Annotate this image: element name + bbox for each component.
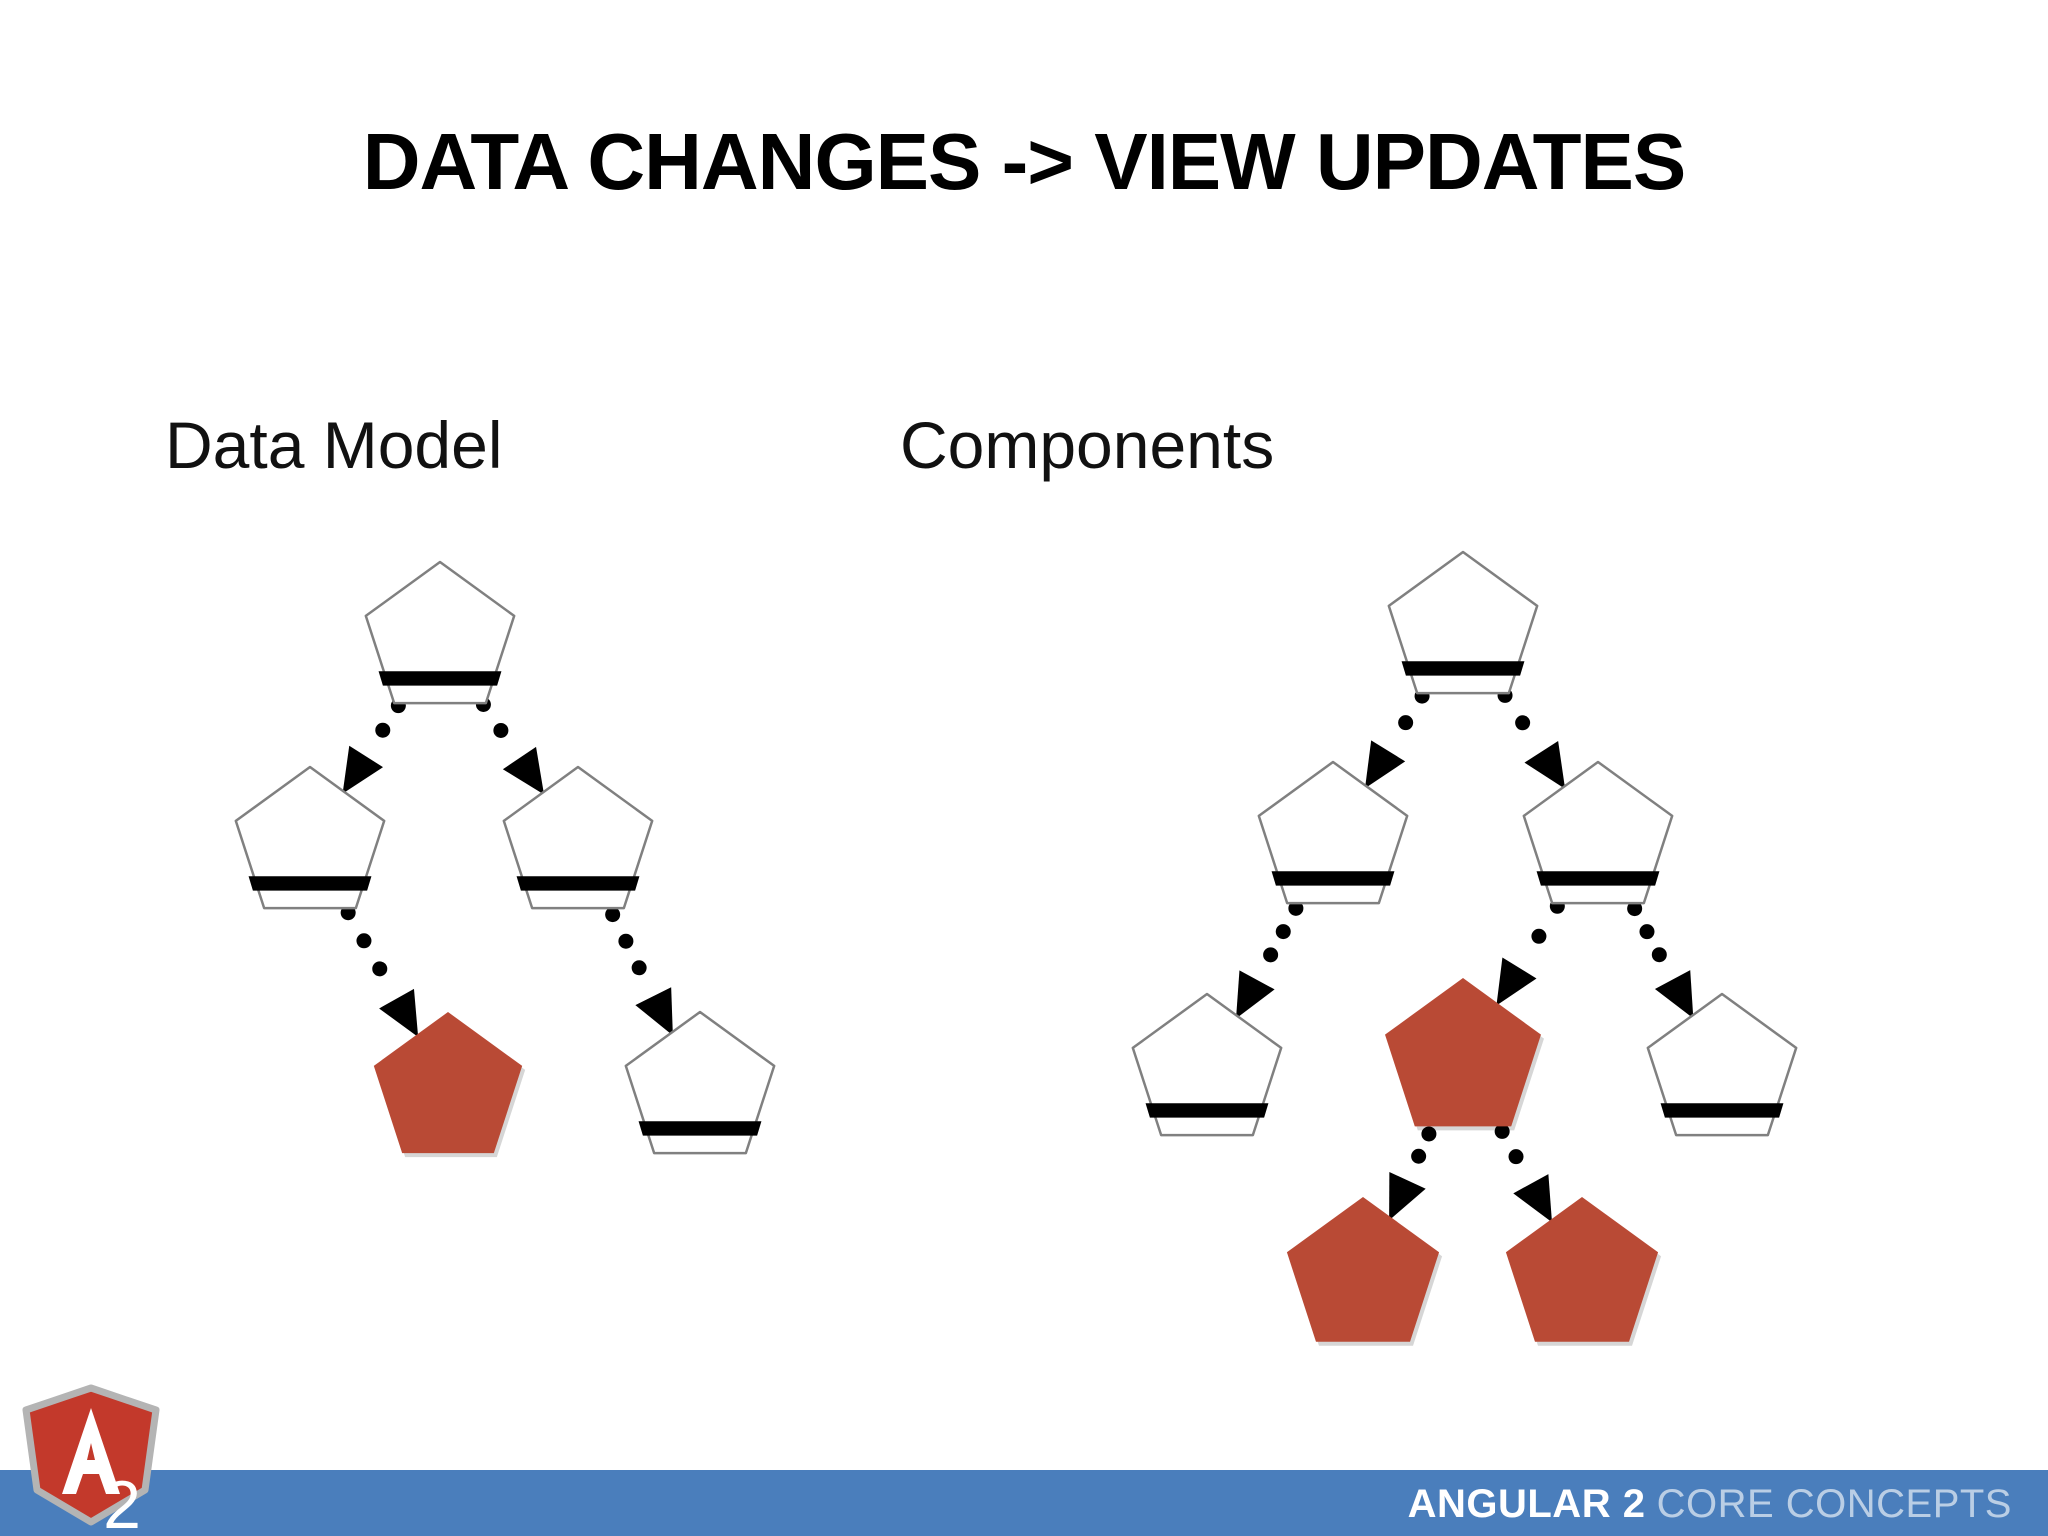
tree-node[interactable] — [1646, 992, 1798, 1137]
connector-arrowhead — [502, 746, 545, 795]
tree-node[interactable] — [1385, 978, 1544, 1131]
pentagon-node-highlighted[interactable] — [373, 1012, 523, 1154]
connector-dot — [631, 960, 647, 976]
node-content-bar — [1401, 661, 1525, 676]
pentagon-node[interactable] — [1646, 992, 1798, 1137]
angular-logo-icon: 2 — [22, 1384, 160, 1530]
pentagon-node[interactable] — [364, 560, 516, 705]
footer-brand: ANGULAR 2 CORE CONCEPTS — [1408, 1483, 2012, 1525]
connector-arrowhead — [1496, 957, 1537, 1006]
connector-dot — [1263, 947, 1279, 963]
footer-bar: ANGULAR 2 CORE CONCEPTS — [0, 1470, 2048, 1536]
tree-data-model-tree — [234, 560, 776, 1158]
connector-dot — [372, 961, 388, 977]
angular-shield-icon — [22, 1384, 160, 1526]
pentagon-node[interactable] — [1257, 760, 1409, 905]
connector-dot — [618, 933, 634, 949]
tree-node[interactable] — [1387, 550, 1539, 695]
pentagon-node[interactable] — [1387, 550, 1539, 695]
tree-node[interactable] — [502, 765, 654, 910]
connector-dot — [1421, 1126, 1437, 1142]
node-content-bar — [1271, 871, 1395, 886]
pentagon-node-highlighted[interactable] — [1385, 978, 1541, 1127]
angular-letter-a-icon — [62, 1408, 120, 1494]
pentagon-node-highlighted[interactable] — [1505, 1197, 1659, 1342]
connector-dot — [375, 722, 391, 738]
connector-dot — [1411, 1148, 1427, 1164]
connector-arrowhead — [1236, 970, 1275, 1019]
pentagon-node-highlighted[interactable] — [1286, 1197, 1440, 1342]
node-content-bar — [638, 1121, 762, 1136]
angular-version-number: 2 — [103, 1467, 141, 1530]
connector-arrowhead — [1654, 970, 1694, 1019]
connector-arrowhead — [379, 988, 419, 1037]
tree-diagram — [234, 550, 1798, 1346]
pentagon-node[interactable] — [1131, 992, 1283, 1137]
connector-dot — [356, 933, 372, 949]
connector-dot — [1515, 715, 1531, 731]
node-content-bar — [378, 671, 502, 686]
tree-node[interactable] — [373, 1012, 526, 1158]
tree-node[interactable] — [1522, 760, 1674, 905]
connector-arrowhead — [342, 745, 384, 794]
tree-node[interactable] — [364, 560, 516, 705]
connector-arrowhead — [1389, 1171, 1426, 1221]
footer-brand-strong: ANGULAR 2 — [1407, 1482, 1646, 1526]
node-content-bar — [1660, 1103, 1784, 1118]
pentagon-node[interactable] — [624, 1010, 776, 1155]
tree-components-tree — [1131, 550, 1798, 1346]
connector-dot — [605, 907, 621, 923]
connector-dot — [1275, 924, 1291, 940]
pentagon-node[interactable] — [502, 765, 654, 910]
connector-dot — [1494, 1123, 1510, 1139]
tree-node[interactable] — [624, 1010, 776, 1155]
column-caption-data-model: Data Model — [165, 408, 503, 482]
connector-arrowhead — [1513, 1174, 1552, 1223]
connector-dot — [1627, 901, 1643, 917]
connector-arrowhead — [1524, 740, 1566, 789]
page-title: DATA CHANGES -> VIEW UPDATES — [362, 117, 1686, 206]
tree-node[interactable] — [1257, 760, 1409, 905]
tree-node[interactable] — [234, 765, 386, 910]
tree-node[interactable] — [1505, 1197, 1662, 1346]
node-content-bar — [1145, 1103, 1269, 1118]
connector-dot — [1531, 928, 1547, 944]
connector-dot — [493, 722, 509, 738]
connector-arrowhead — [635, 987, 673, 1036]
node-content-bar — [1536, 871, 1660, 886]
node-content-bar — [516, 876, 640, 891]
connector-dot — [1651, 947, 1667, 963]
node-content-bar — [248, 876, 372, 891]
pentagon-node[interactable] — [1522, 760, 1674, 905]
tree-node[interactable] — [1286, 1197, 1443, 1346]
connector-dot — [1639, 924, 1655, 940]
tree-edges — [1236, 687, 1694, 1223]
column-caption-components: Components — [900, 408, 1275, 482]
connector-dot — [1288, 900, 1304, 916]
connector-dot — [1508, 1149, 1524, 1165]
footer-brand-light: CORE CONCEPTS — [1656, 1482, 2012, 1526]
tree-node[interactable] — [1131, 992, 1283, 1137]
pentagon-node[interactable] — [234, 765, 386, 910]
connector-dot — [1398, 715, 1414, 731]
connector-arrowhead — [1365, 740, 1406, 789]
